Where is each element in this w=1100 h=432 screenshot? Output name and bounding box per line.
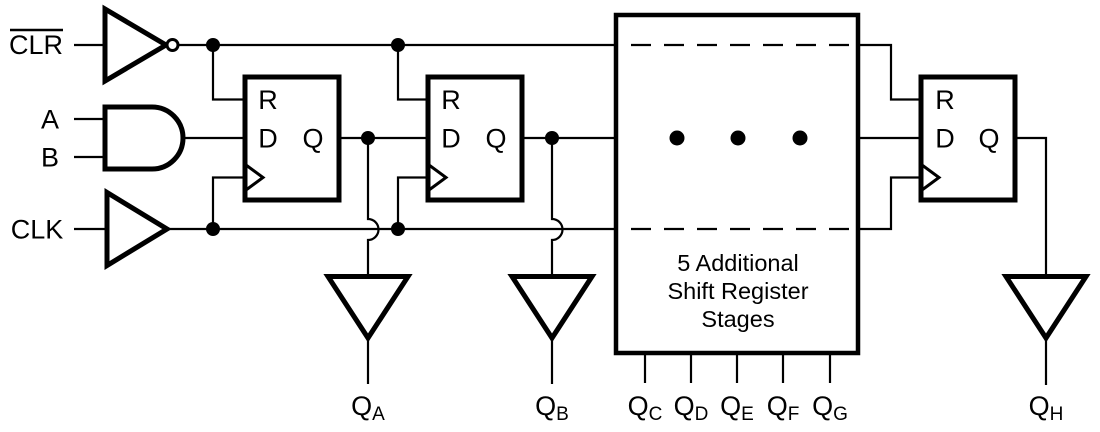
output-qf-base: Q (767, 391, 788, 421)
qa-output-buffer-gate (323, 274, 413, 343)
b-input-label: B (41, 143, 59, 173)
qh-output-buffer-gate (1001, 274, 1091, 343)
output-qd-sub: D (695, 404, 709, 425)
junction-dot-clk-ff1 (206, 222, 220, 236)
wire-clr-to-ff3-reset (858, 43, 921, 101)
wire-ff2-clock (396, 176, 428, 229)
flip-flop-1-clock-wedge-icon (245, 163, 266, 192)
stage-box-caption-line3: Stages (701, 306, 774, 332)
output-label-qe: QE (720, 391, 754, 425)
ellipsis-dot-1 (669, 130, 685, 146)
clk-input-label: CLK (11, 215, 64, 245)
ff2-reset-label: R (441, 85, 461, 115)
output-qa-base: Q (351, 391, 372, 421)
junction-dot-ff1-q (361, 131, 375, 145)
clk-buffer-gate (104, 188, 172, 270)
output-qb-sub: B (556, 404, 569, 425)
a-input-label: A (41, 105, 59, 135)
ff2-output-label: Q (485, 124, 506, 154)
output-qd-base: Q (674, 391, 695, 421)
wire-qb-drop-with-hop (550, 138, 564, 276)
output-qc-sub: C (649, 404, 663, 425)
clr-input-label: CLR (9, 30, 63, 60)
output-qe-base: Q (720, 391, 741, 421)
ellipsis-dot-3 (792, 130, 808, 146)
junction-dot-clk-ff2 (391, 222, 405, 236)
clr-inverter-gate (102, 4, 171, 86)
wire-ff3-q-drop (1015, 136, 1048, 276)
output-label-qf: QF (767, 391, 800, 425)
output-qg-base: Q (812, 391, 833, 421)
ff3-reset-label: R (935, 85, 955, 115)
stage-box-caption-line2: Shift Register (667, 278, 808, 304)
wire-ff1-reset (211, 45, 245, 101)
output-qg-sub: G (833, 404, 848, 425)
output-qb-base: Q (535, 391, 556, 421)
junction-dot-clr-ff1 (206, 38, 220, 52)
output-label-qd: QD (674, 391, 709, 425)
output-label-qa: QA (351, 391, 385, 425)
output-label-qc: QC (628, 391, 663, 425)
wire-qa-drop-with-hop (366, 138, 380, 276)
ff3-output-label: Q (978, 124, 999, 154)
ff1-output-label: Q (302, 124, 323, 154)
and-gate (102, 104, 186, 172)
junction-dot-clr-ff2 (391, 38, 405, 52)
output-qc-base: Q (628, 391, 649, 421)
stage-box (613, 12, 861, 356)
ff1-data-label: D (258, 124, 278, 154)
ff2-data-label: D (441, 124, 461, 154)
wire-clk-to-ff3-clock (858, 176, 921, 231)
qb-output-buffer-gate (507, 274, 597, 343)
output-qf-sub: F (788, 404, 800, 425)
stage-box-caption-line1: 5 Additional (677, 250, 799, 276)
ff1-reset-label: R (258, 85, 278, 115)
ff3-data-label: D (935, 124, 955, 154)
wire-ff1-clock (211, 176, 245, 229)
output-label-qg: QG (812, 391, 848, 425)
flip-flop-3-clock-wedge-icon (921, 163, 942, 192)
output-label-qh: QH (1029, 391, 1064, 425)
output-qh-sub: H (1050, 404, 1064, 425)
junction-dot-ff2-q (545, 131, 559, 145)
inverter-bubble (165, 38, 180, 52)
output-qh-base: Q (1029, 391, 1050, 421)
wire-ff2-reset (396, 45, 428, 101)
output-qe-sub: E (741, 404, 754, 425)
ellipsis-dot-2 (730, 130, 746, 146)
output-label-qb: QB (535, 391, 569, 425)
flip-flop-2-clock-wedge-icon (428, 163, 449, 192)
output-qa-sub: A (372, 404, 385, 425)
